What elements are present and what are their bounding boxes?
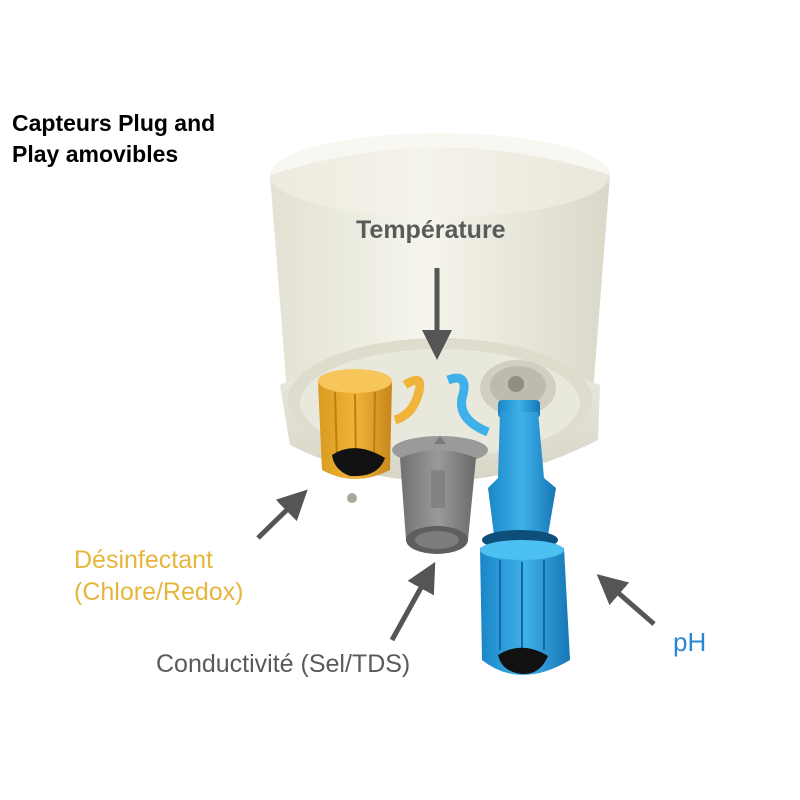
heading: Capteurs Plug and Play amovibles bbox=[12, 108, 215, 170]
disinfectant-label-line-2: (Chlore/Redox) bbox=[74, 578, 244, 606]
disinfectant-marking bbox=[393, 375, 425, 425]
temperature-label: Température bbox=[356, 216, 506, 244]
conductivity-label: Conductivité (Sel/TDS) bbox=[156, 650, 411, 678]
conductivity-arrow bbox=[389, 561, 436, 642]
disinfectant-label: Désinfectant (Chlore/Redox) bbox=[74, 544, 244, 608]
conductivity-sensor bbox=[392, 436, 488, 554]
heading-line-2: Play amovibles bbox=[12, 141, 179, 167]
heading-line-1: Capteurs Plug and bbox=[12, 110, 216, 136]
ph-arrow bbox=[596, 574, 656, 626]
disinfectant-arrow bbox=[256, 489, 308, 540]
callout-arrows bbox=[256, 268, 656, 642]
disinfectant-label-line-1: Désinfectant bbox=[74, 546, 213, 574]
ph-sensor bbox=[480, 400, 570, 675]
ph-marking bbox=[446, 373, 490, 437]
disinfectant-sensor bbox=[318, 369, 392, 479]
ph-label: pH bbox=[673, 627, 707, 657]
